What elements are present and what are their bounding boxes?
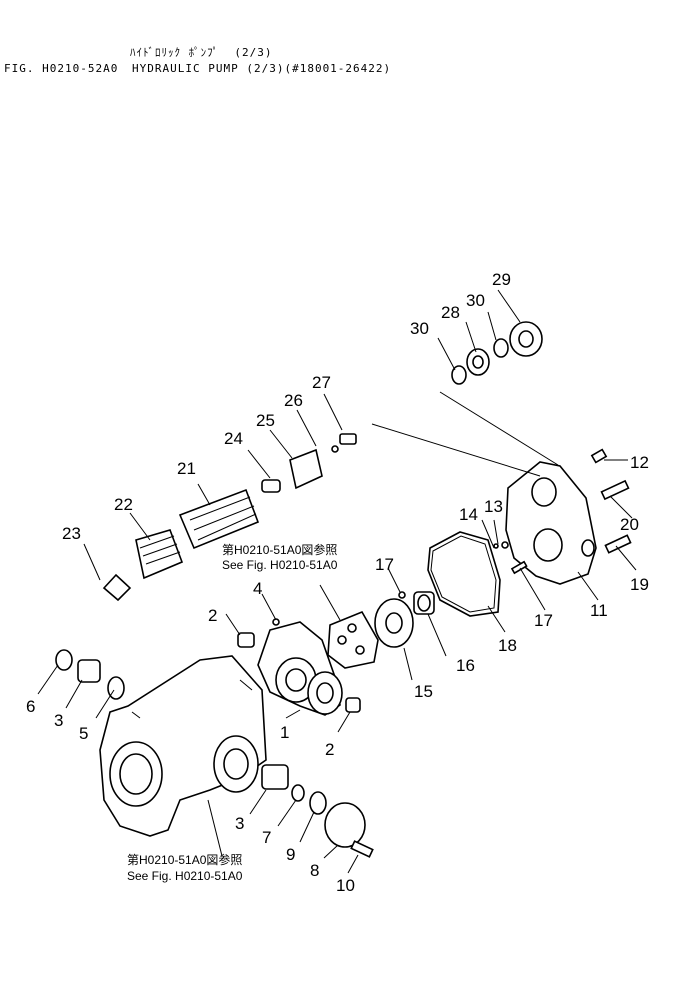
upper-note-en: See Fig. H0210-51A0 xyxy=(222,558,338,572)
lower-note-en: See Fig. H0210-51A0 xyxy=(127,869,243,883)
callout-15: 15 xyxy=(414,682,433,701)
callout-13: 13 xyxy=(484,497,503,516)
callout-14: 14 xyxy=(459,505,478,524)
callout-24: 24 xyxy=(224,429,243,448)
japanese-title: ﾊｲﾄﾞﾛﾘｯｸ ﾎﾟﾝﾌﾟ (2/3) xyxy=(130,46,273,59)
callout-29: 29 xyxy=(492,270,511,289)
callout-11: 11 xyxy=(590,601,608,620)
lower-note-jp: 第H0210-51A0図参照 xyxy=(127,852,242,867)
callout-17b: 17 xyxy=(375,555,394,574)
callout-23: 23 xyxy=(62,524,81,543)
callout-9: 9 xyxy=(286,845,295,864)
callout-3a: 3 xyxy=(54,711,63,730)
callout-19: 19 xyxy=(630,575,649,594)
figure-id: FIG. H0210-52A0 xyxy=(4,62,119,75)
callout-4: 4 xyxy=(253,579,262,598)
callout-21: 21 xyxy=(177,459,196,478)
upper-note-jp: 第H0210-51A0図参照 xyxy=(222,542,337,557)
callout-numbers: 29 30 28 30 27 26 25 24 21 22 23 12 14 1… xyxy=(26,270,649,895)
callout-22: 22 xyxy=(114,495,133,514)
callout-8: 8 xyxy=(310,861,319,880)
callout-25: 25 xyxy=(256,411,275,430)
small-parts xyxy=(55,448,632,858)
callout-3b: 3 xyxy=(235,814,244,833)
callout-17a: 17 xyxy=(534,611,553,630)
callout-30a: 30 xyxy=(466,291,485,310)
reference-notes: 第H0210-51A0図参照 See Fig. H0210-51A0 第H021… xyxy=(127,542,338,883)
bushing-16 xyxy=(413,591,435,615)
gear-set xyxy=(327,610,379,669)
pump-housing xyxy=(99,655,267,837)
callout-10: 10 xyxy=(336,876,355,895)
callout-5: 5 xyxy=(79,724,88,743)
figure-title: HYDRAULIC PUMP (2/3)(#18001-26422) xyxy=(132,62,392,75)
leader-lines xyxy=(37,289,637,874)
callout-16: 16 xyxy=(456,656,475,675)
callout-30b: 30 xyxy=(410,319,429,338)
side-plate xyxy=(374,598,414,648)
callout-2a: 2 xyxy=(208,606,217,625)
rear-cover xyxy=(505,461,597,585)
callout-2b: 2 xyxy=(325,740,334,759)
adapter-parts xyxy=(451,321,543,385)
gasket-18 xyxy=(427,531,501,617)
callout-18: 18 xyxy=(498,636,517,655)
callout-28: 28 xyxy=(441,303,460,322)
relief-valve-parts xyxy=(102,433,357,602)
callout-12: 12 xyxy=(630,453,649,472)
callout-1: 1 xyxy=(280,723,289,742)
callout-20: 20 xyxy=(620,515,639,534)
callout-26: 26 xyxy=(284,391,303,410)
callout-6: 6 xyxy=(26,697,35,716)
callout-7: 7 xyxy=(262,828,271,847)
front-case xyxy=(257,621,343,716)
callout-27: 27 xyxy=(312,373,331,392)
